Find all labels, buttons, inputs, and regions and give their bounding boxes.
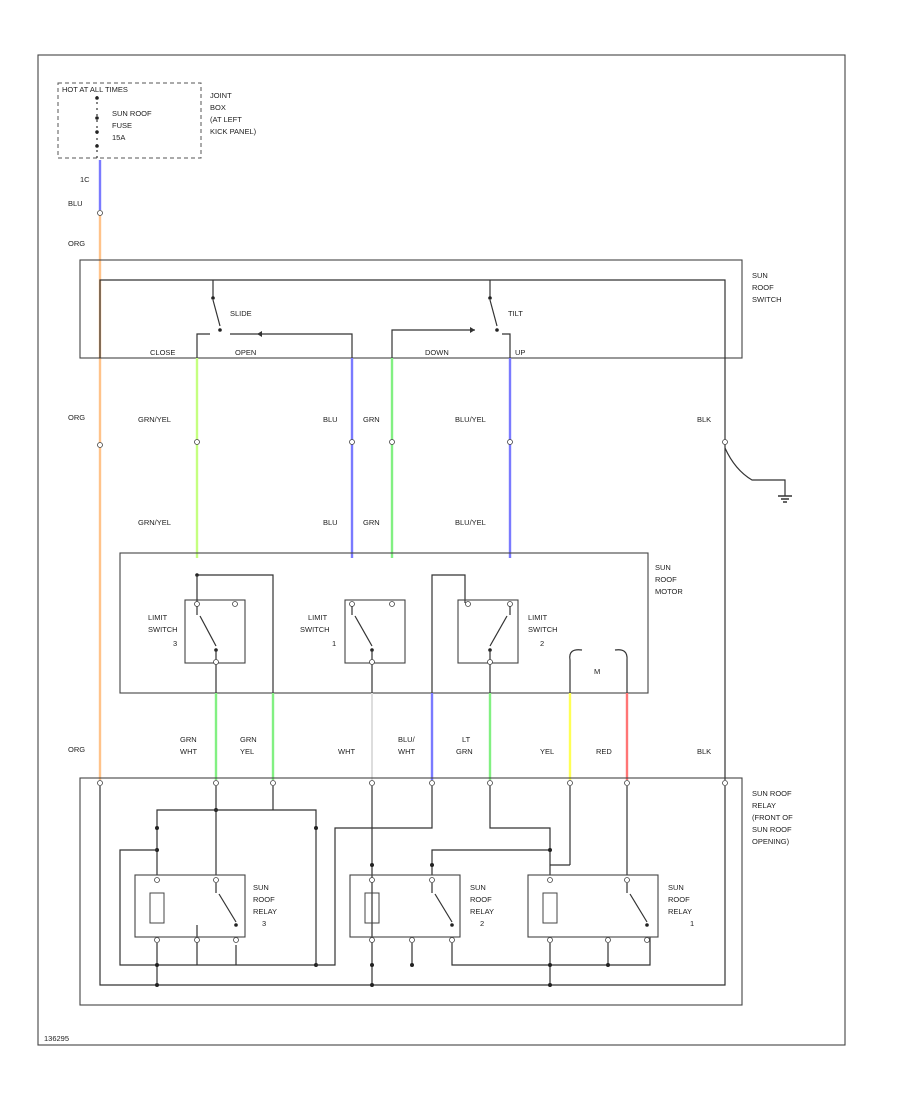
switch-close-label: CLOSE [150,348,175,357]
switch-tilt-label: TILT [508,309,523,318]
motor-name-line1: SUN [655,563,671,572]
label-grn-yel-3a: GRN [240,735,257,744]
label-blk-2: BLK [697,747,711,756]
label-blu-1: BLU [323,415,338,424]
figure-id: 136295 [44,1034,69,1043]
label-lt-grn-1: LT [462,735,471,744]
fuse-location-line2: BOX [210,103,226,112]
label-blu-yel-2: BLU/YEL [455,518,486,527]
switch-open-label: OPEN [235,348,256,357]
switch-name-line1: SUN [752,271,768,280]
motor-m-label: M [594,667,600,676]
relay-name-line3: (FRONT OF [752,813,793,822]
relay2-line1: SUN [470,883,486,892]
label-blu-yel-1: BLU/YEL [455,415,486,424]
label-yel: YEL [540,747,554,756]
sun-roof-motor-box [119,552,649,694]
fuse-terminal-label: 1C [80,175,90,184]
relay3-line3: RELAY [253,907,277,916]
label-grn-wht-1: GRN [180,735,197,744]
label-grn-yel-2: GRN/YEL [138,518,171,527]
label-grn-1: GRN [363,415,380,424]
motor-symbol [569,649,628,693]
fuse-rating: 15A [112,133,125,142]
limit2-line1: LIMIT [528,613,548,622]
limit3-line1: LIMIT [148,613,168,622]
relay2-line4: 2 [480,919,484,928]
fuse-location-line3: (AT LEFT [210,115,242,124]
relay3-line1: SUN [253,883,269,892]
label-org-mid: ORG [68,413,85,422]
motor-name-line2: ROOF [655,575,677,584]
limit3-line3: 3 [173,639,177,648]
ground-symbol [778,495,792,503]
limit1-line1: LIMIT [308,613,328,622]
limit2-line3: 2 [540,639,544,648]
fuse-location-line1: JOINT [210,91,232,100]
label-grn-yel-3b: YEL [240,747,254,756]
relay1-line1: SUN [668,883,684,892]
relay3-line2: ROOF [253,895,275,904]
fuse-name-line1: SUN ROOF [112,109,152,118]
diagram-frame [37,54,846,1046]
relay1-line3: RELAY [668,907,692,916]
switch-name-line3: SWITCH [752,295,782,304]
fuse-hot-label: HOT AT ALL TIMES [62,85,128,94]
label-blu-top: BLU [68,199,83,208]
label-blu-wht-2: WHT [398,747,415,756]
sun-roof-switch-box [79,259,743,359]
switch-up-label: UP [515,348,525,357]
relay-name-line2: RELAY [752,801,776,810]
relay1-line2: ROOF [668,895,690,904]
switch-slide-label: SLIDE [230,309,252,318]
label-blk-1: BLK [697,415,711,424]
relay2-line3: RELAY [470,907,494,916]
limit2-line2: SWITCH [528,625,558,634]
label-grn-2: GRN [363,518,380,527]
label-blu-wht-1: BLU/ [398,735,416,744]
label-blu-2: BLU [323,518,338,527]
switch-down-label: DOWN [425,348,449,357]
limit3-line2: SWITCH [148,625,178,634]
fuse-name-line2: FUSE [112,121,132,130]
sun-roof-relay-box [79,777,743,1006]
relay-name-line1: SUN ROOF [752,789,792,798]
switch-name-line2: ROOF [752,283,774,292]
relay2-line2: ROOF [470,895,492,904]
relay-name-line4: SUN ROOF [752,825,792,834]
fuse-block [57,82,202,159]
label-wht: WHT [338,747,355,756]
limit1-line3: 1 [332,639,336,648]
fuse-location-line4: KICK PANEL) [210,127,257,136]
motor-name-line3: MOTOR [655,587,683,596]
label-org-top: ORG [68,239,85,248]
relay1-line4: 1 [690,919,694,928]
label-org-low: ORG [68,745,85,754]
label-red: RED [596,747,612,756]
relay3-line4: 3 [262,919,266,928]
label-grn-wht-2: WHT [180,747,197,756]
label-lt-grn-2: GRN [456,747,473,756]
relay-name-line5: OPENING) [752,837,790,846]
limit1-line2: SWITCH [300,625,330,634]
label-grn-yel-1: GRN/YEL [138,415,171,424]
